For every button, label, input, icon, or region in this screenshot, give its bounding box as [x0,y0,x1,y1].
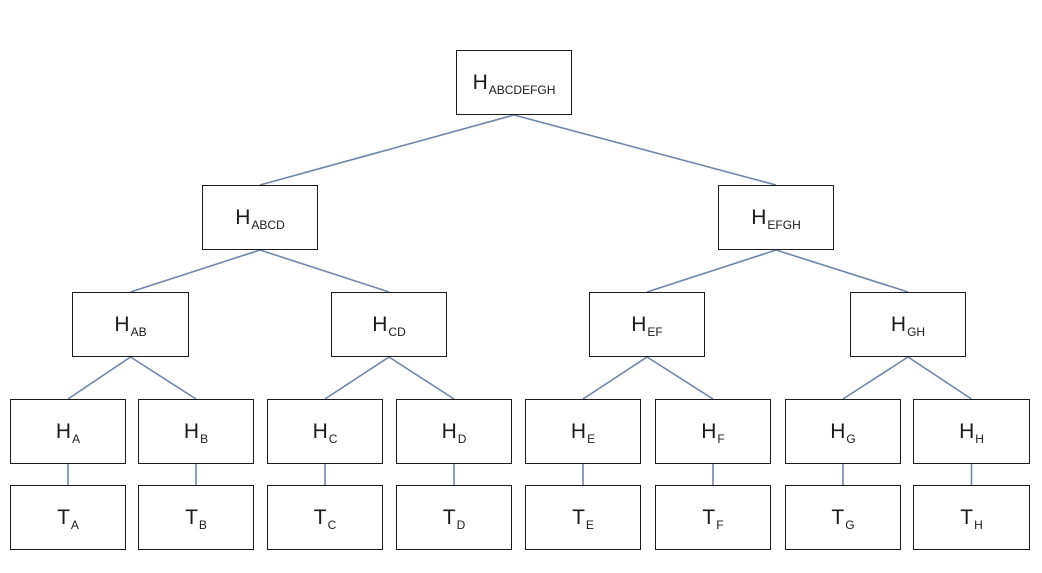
node-hash-efgh: HEFGH [718,185,834,250]
node-transaction-a: TA [10,485,126,550]
node-label: HC [312,420,338,446]
node-label: TD [442,506,466,532]
node-hash-ab: HAB [72,292,189,357]
edge-h_efgh-to-h_ef [646,249,777,293]
edge-h_abcd-to-h_ab [130,249,261,293]
node-hash-b: HB [138,399,254,464]
node-hash-a: HA [10,399,126,464]
node-transaction-g: TG [785,485,901,550]
node-hash-h: HH [913,399,1030,464]
node-hash-d: HD [396,399,512,464]
node-label: HGH [890,313,926,339]
node-hash-ef: HEF [589,292,705,357]
node-label: TE [572,506,594,532]
node-root-hash: HABCDEFGH [456,50,572,115]
node-transaction-e: TE [525,485,641,550]
node-transaction-b: TB [138,485,254,550]
node-label: TG [831,506,855,532]
node-hash-e: HE [525,399,641,464]
node-label: TB [185,506,207,532]
edge-h_gh-to-h_g [842,356,909,400]
edge-h_ab-to-h_b [130,356,197,400]
edge-h_cd-to-h_c [324,356,390,400]
node-label: HE [570,420,596,446]
node-label: HD [441,420,467,446]
node-label: HB [183,420,209,446]
edge-root-to-h_abcd [259,114,515,186]
node-label: HF [701,420,725,446]
node-label: TA [57,506,79,532]
node-label: HABCD [235,206,285,232]
node-transaction-h: TH [913,485,1030,550]
edge-h_cd-to-h_d [388,356,455,400]
node-hash-c: HC [267,399,383,464]
node-hash-f: HF [655,399,771,464]
node-label: HCD [372,313,406,339]
edge-h_efgh-to-h_gh [775,249,909,293]
node-label: HEF [631,313,663,339]
node-label: HA [55,420,81,446]
node-label: HH [959,420,984,446]
edge-root-to-h_efgh [513,114,777,186]
node-label: TH [960,506,983,532]
node-transaction-f: TF [655,485,771,550]
edge-h_ef-to-h_e [582,356,648,400]
node-transaction-d: TD [396,485,512,550]
node-label: HEFGH [751,206,801,232]
node-hash-cd: HCD [331,292,447,357]
edge-h_ef-to-h_f [646,356,714,400]
edge-h_abcd-to-h_cd [259,249,390,293]
node-label: HG [830,420,856,446]
node-label: TC [313,506,337,532]
node-transaction-c: TC [267,485,383,550]
node-hash-abcd: HABCD [202,185,318,250]
node-label: TF [702,506,724,532]
edge-h_gh-to-h_h [907,356,972,400]
node-hash-g: HG [785,399,901,464]
node-hash-gh: HGH [850,292,966,357]
node-label: HABCDEFGH [472,71,556,97]
edge-h_ab-to-h_a [67,356,131,400]
node-label: HAB [114,313,147,339]
